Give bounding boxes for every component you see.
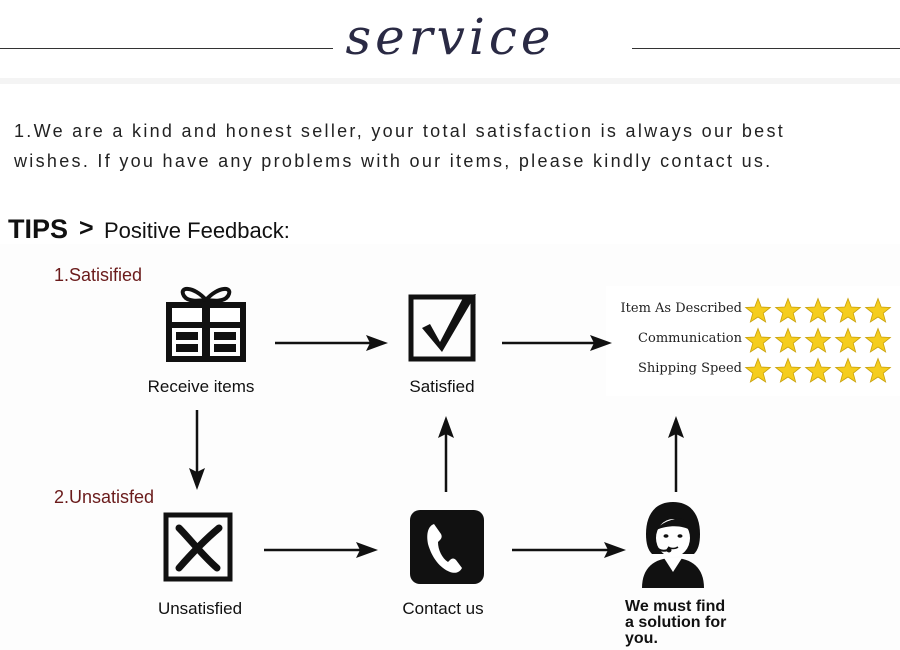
arrow-contact-to-satisfied (438, 416, 454, 492)
rating-row-communication: Communication (606, 327, 900, 355)
star-icon (834, 357, 862, 383)
intro-line-1: 1.We are a kind and honest seller, your … (14, 121, 786, 141)
unsatisfied-caption: Unsatisfied (157, 599, 243, 618)
star-icon (774, 297, 802, 323)
intro-line-2: wishes. If you have any problems with ou… (14, 151, 773, 171)
rating-row-shipping-speed: Shipping Speed (606, 357, 900, 385)
star-icon (864, 357, 892, 383)
arrow-contact-to-solution (512, 542, 626, 558)
arrow-solution-to-ratings (668, 416, 684, 492)
arrow-receive-to-satisfied (275, 335, 388, 351)
receive-items-caption: Receive items (147, 377, 255, 396)
solution-line-2: a solution for (625, 614, 727, 631)
title-underband (0, 78, 900, 84)
arrow-satisfied-to-ratings (502, 335, 612, 351)
rating-panel: Item As Described Communication Shipping… (606, 286, 900, 396)
rating-row-item-as-described: Item As Described (606, 297, 900, 325)
intro-paragraph: 1.We are a kind and honest seller, your … (14, 116, 894, 176)
star-icon (864, 297, 892, 323)
star-icon (834, 327, 862, 353)
star-rating (744, 297, 892, 325)
unsatisfied-section-label: 2.Unsatisfed (54, 487, 155, 507)
star-icon (744, 297, 772, 323)
star-icon (804, 327, 832, 353)
satisfied-section-label: 1.Satisified (54, 265, 143, 285)
gift-icon (166, 287, 246, 362)
header-divider-right (632, 48, 900, 49)
star-icon (834, 297, 862, 323)
rating-label: Communication (638, 331, 742, 346)
solution-line-3: you. (625, 630, 658, 647)
support-agent-icon (642, 502, 704, 588)
star-icon (744, 357, 772, 383)
solution-line-1: We must find (625, 598, 726, 615)
star-icon (774, 327, 802, 353)
star-icon (744, 327, 772, 353)
star-icon (804, 297, 832, 323)
star-icon (774, 357, 802, 383)
star-rating (744, 327, 892, 355)
star-icon (804, 357, 832, 383)
tips-label: TIPS (8, 214, 69, 244)
phone-icon (410, 510, 484, 584)
rating-label: Item As Described (620, 301, 742, 316)
checkmark-box-icon (408, 294, 476, 362)
tips-subtitle: Positive Feedback: (104, 218, 290, 243)
arrow-receive-to-unsatisfied (189, 410, 205, 490)
contact-us-caption: Contact us (402, 599, 484, 618)
arrow-unsatisfied-to-contact (264, 542, 378, 558)
header-divider-left (0, 48, 333, 49)
star-icon (864, 327, 892, 353)
rating-label: Shipping Speed (638, 361, 742, 376)
star-rating (744, 357, 892, 385)
page-title: service (345, 8, 555, 66)
solution-caption: We must find a solution for you. (625, 599, 755, 647)
tips-separator: > (79, 214, 94, 242)
x-box-icon (163, 512, 233, 582)
satisfied-caption: Satisfied (409, 377, 475, 396)
